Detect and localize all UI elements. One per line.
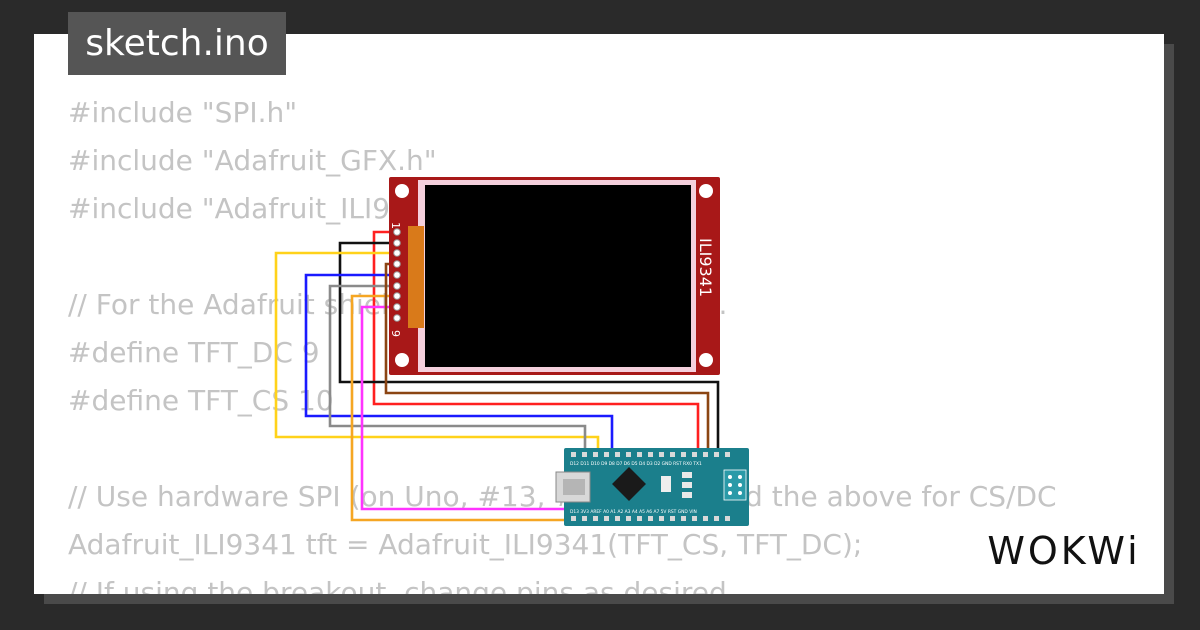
display-pin-header	[393, 228, 401, 322]
pin-label-first: 1	[389, 222, 402, 229]
wire-orange[interactable]	[350, 294, 575, 522]
nano-top-pin-row	[571, 452, 730, 457]
mount-hole-icon	[395, 184, 409, 198]
wire-blue[interactable]	[304, 273, 614, 455]
code-line: Adafruit_ILI9341 tft = Adafruit_ILI9341(…	[68, 528, 863, 561]
file-tab[interactable]: sketch.ino	[68, 12, 286, 75]
code-line: #include "Adafruit_GFX.h"	[68, 144, 437, 177]
ili9341-display[interactable]: 1 9 ILI9341	[389, 177, 720, 375]
display-label: ILI9341	[696, 238, 715, 297]
code-line: #include "SPI.h"	[68, 96, 298, 129]
nano-bottom-pin-row	[571, 516, 730, 521]
wokwi-logo: WOKWi	[976, 524, 1152, 578]
reset-button[interactable]	[661, 476, 671, 492]
nano-bottom-pin-labels: D13 3V3 AREF A0 A1 A2 A3 A4 A5 A6 A7 5V …	[570, 509, 697, 515]
code-line: // If using the breakout, change pins as…	[68, 576, 727, 594]
wire-yellow[interactable]	[274, 251, 600, 455]
nano-top-pin-labels: D12 D11 D10 D9 D8 D7 D6 D5 D4 D3 D2 GND …	[570, 461, 702, 467]
arduino-nano[interactable]: D12 D11 D10 D9 D8 D7 D6 D5 D4 D3 D2 GND …	[555, 448, 749, 526]
chip-icon	[612, 467, 646, 501]
wire-black[interactable]	[338, 241, 720, 455]
wire-gray[interactable]	[328, 284, 587, 455]
code-editor: #include "SPI.h" #include "Adafruit_GFX.…	[34, 89, 1164, 594]
display-screen	[425, 185, 691, 367]
mount-hole-icon	[395, 353, 409, 367]
mount-hole-icon	[699, 184, 713, 198]
mount-hole-icon	[699, 353, 713, 367]
pin-label-last: 9	[389, 330, 402, 337]
wire-red[interactable]	[372, 230, 700, 455]
code-line: #define TFT_CS 10	[68, 384, 334, 417]
wires	[274, 230, 720, 522]
